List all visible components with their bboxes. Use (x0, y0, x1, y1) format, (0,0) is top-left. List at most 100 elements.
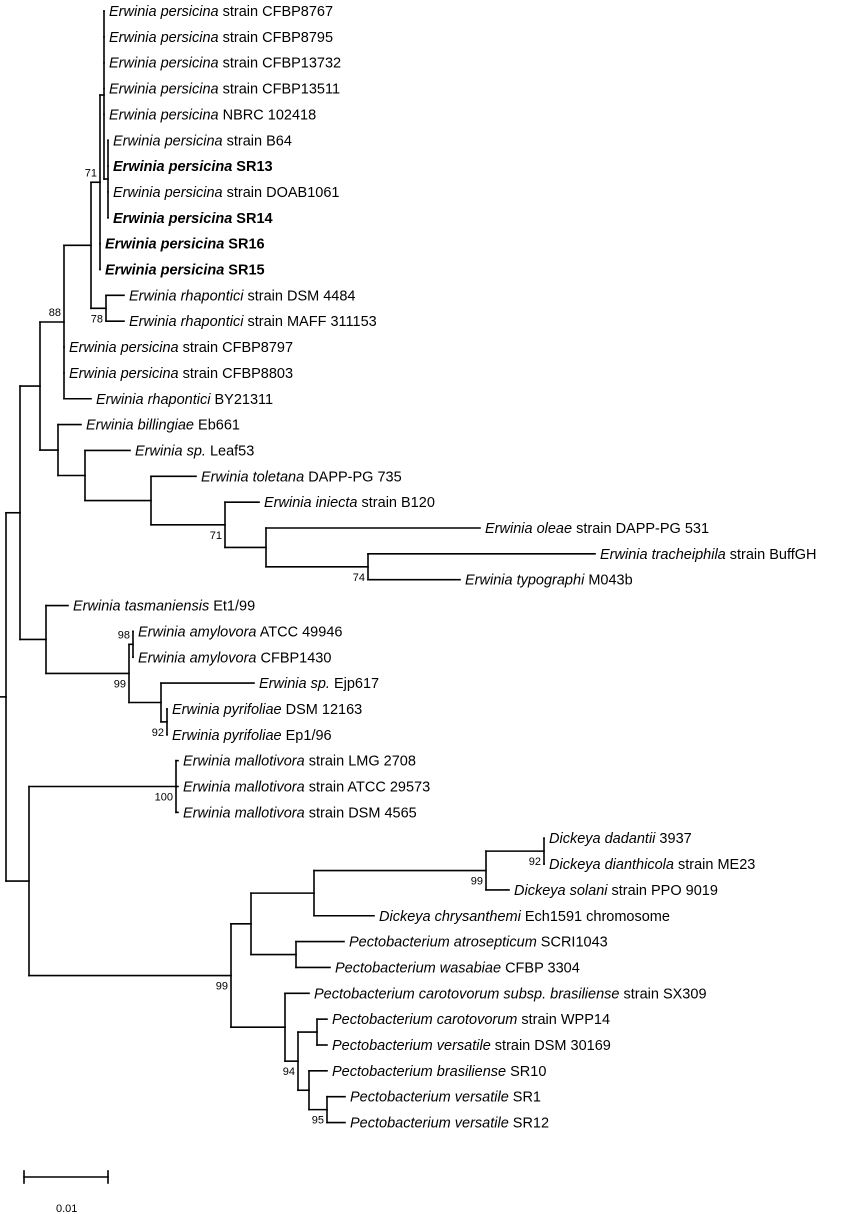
taxon-species-name: Erwinia persicina (109, 107, 219, 123)
taxon-strain-name: strain B64 (223, 133, 292, 149)
taxon-strain-name: M043b (584, 573, 632, 589)
taxon-species-name: Erwinia sp. (135, 443, 206, 459)
taxon-label: Erwinia persicina SR14 (113, 211, 273, 227)
taxon-strain-name: DSM 12163 (282, 702, 363, 718)
taxon-species-name: Erwinia sp. (259, 676, 330, 692)
taxon-species-name: Erwinia rhapontici (129, 314, 244, 330)
taxon-label: Erwinia mallotivora strain LMG 2708 (183, 754, 416, 770)
taxon-species-name: Dickeya chrysanthemi (379, 909, 522, 925)
taxon-strain-name: SCRI1043 (537, 935, 608, 951)
taxon-species-name: Erwinia rhapontici (96, 392, 211, 408)
taxon-label: Pectobacterium brasiliense SR10 (332, 1064, 546, 1080)
taxon-species-name: Pectobacterium carotovorum subsp. brasil… (314, 986, 619, 1002)
taxon-species-name: Erwinia persicina (113, 185, 223, 201)
taxon-species-name: Erwinia persicina (69, 366, 179, 382)
taxon-species-name: Pectobacterium carotovorum (332, 1012, 517, 1028)
taxon-label: Erwinia rhapontici strain DSM 4484 (129, 288, 355, 304)
taxon-strain-name: SR1 (509, 1090, 541, 1106)
taxon-label: Erwinia persicina strain CFBP13732 (109, 56, 341, 72)
taxon-strain-name: BY21311 (210, 392, 273, 408)
taxon-species-name: Erwinia persicina (109, 4, 219, 20)
taxon-species-name: Pectobacterium versatile (332, 1038, 491, 1054)
bootstrap-value: 99 (471, 876, 483, 888)
taxon-label: Erwinia typographi M043b (465, 573, 633, 589)
taxon-species-name: Pectobacterium versatile (350, 1090, 509, 1106)
taxon-strain-name: CFBP 3304 (501, 960, 580, 976)
taxon-label: Pectobacterium carotovorum subsp. brasil… (314, 986, 707, 1002)
taxon-label: Erwinia amylovora ATCC 49946 (138, 624, 342, 640)
taxon-species-name: Erwinia amylovora (138, 650, 256, 666)
taxon-strain-name: Ejp617 (330, 676, 379, 692)
taxon-strain-name: Leaf53 (206, 443, 254, 459)
taxon-species-name: Erwinia amylovora (138, 624, 256, 640)
taxon-label: Erwinia tasmaniensis Et1/99 (73, 599, 255, 615)
bootstrap-value: 99 (114, 678, 126, 690)
taxon-species-name: Erwinia persicina (105, 237, 224, 253)
bootstrap-value: 99 (216, 981, 228, 993)
taxon-label: Erwinia rhapontici BY21311 (96, 392, 273, 408)
taxon-label: Erwinia persicina strain DOAB1061 (113, 185, 339, 201)
taxon-label: Pectobacterium versatile strain DSM 3016… (332, 1038, 611, 1054)
tree-branches (0, 10, 596, 1124)
taxon-label: Dickeya solani strain PPO 9019 (514, 883, 718, 899)
taxon-strain-name: strain SX309 (619, 986, 706, 1002)
taxon-strain-name: strain DOAB1061 (223, 185, 340, 201)
taxon-strain-name: strain CFBP13511 (219, 82, 340, 98)
taxon-strain-name: ATCC 49946 (256, 624, 342, 640)
taxon-species-name: Erwinia persicina (113, 211, 232, 227)
taxon-label: Erwinia persicina strain B64 (113, 133, 292, 149)
taxon-species-name: Erwinia pyrifoliae (172, 728, 282, 744)
taxon-label: Erwinia toletana DAPP-PG 735 (201, 469, 402, 485)
taxon-strain-name: strain CFBP8797 (179, 340, 293, 356)
taxon-label: Erwinia persicina NBRC 102418 (109, 107, 316, 123)
taxon-species-name: Erwinia mallotivora (183, 754, 305, 770)
taxon-strain-name: strain WPP14 (517, 1012, 610, 1028)
taxon-strain-name: Ech1591 chromosome (521, 909, 670, 925)
bootstrap-value: 98 (118, 629, 130, 641)
taxon-label: Erwinia billingiae Eb661 (86, 418, 240, 434)
taxon-strain-name: CFBP1430 (256, 650, 331, 666)
taxon-label: Erwinia rhapontici strain MAFF 311153 (129, 314, 377, 330)
taxon-strain-name: Ep1/96 (282, 728, 332, 744)
taxon-strain-name: SR14 (232, 211, 272, 227)
taxon-label: Erwinia persicina strain CFBP8767 (109, 4, 333, 20)
bootstrap-value: 92 (529, 856, 541, 868)
taxon-label: Erwinia persicina strain CFBP8795 (109, 30, 333, 46)
bootstrap-value: 94 (283, 1066, 295, 1078)
taxon-label: Erwinia oleae strain DAPP-PG 531 (485, 521, 709, 537)
taxon-strain-name: strain PPO 9019 (608, 883, 718, 899)
taxon-strain-name: SR10 (506, 1064, 546, 1080)
taxon-label: Dickeya dadantii 3937 (549, 831, 692, 847)
taxon-label: Erwinia persicina strain CFBP13511 (109, 82, 340, 98)
taxon-species-name: Erwinia persicina (109, 30, 219, 46)
bootstrap-value: 92 (152, 727, 164, 739)
taxon-strain-name: strain BuffGH (726, 547, 817, 563)
taxon-species-name: Pectobacterium atrosepticum (349, 935, 537, 951)
taxon-species-name: Dickeya dianthicola (549, 857, 674, 873)
taxon-label: Erwinia mallotivora strain DSM 4565 (183, 805, 417, 821)
taxon-strain-name: Eb661 (194, 418, 240, 434)
taxon-species-name: Erwinia mallotivora (183, 780, 305, 796)
taxon-labels: Erwinia persicina strain CFBP8767Erwinia… (69, 4, 817, 1132)
taxon-species-name: Dickeya dadantii (549, 831, 656, 847)
bootstrap-value: 95 (312, 1115, 324, 1127)
taxon-species-name: Erwinia persicina (113, 159, 232, 175)
scale-bar: 0.01 (23, 1170, 109, 1214)
taxon-species-name: Pectobacterium brasiliense (332, 1064, 506, 1080)
taxon-strain-name: strain MAFF 311153 (243, 314, 376, 330)
taxon-strain-name: strain ATCC 29573 (305, 780, 430, 796)
taxon-strain-name: strain CFBP8803 (179, 366, 293, 382)
taxon-strain-name: NBRC 102418 (219, 107, 317, 123)
bootstrap-value: 71 (210, 530, 222, 542)
taxon-species-name: Erwinia typographi (465, 573, 585, 589)
taxon-species-name: Erwinia persicina (109, 82, 219, 98)
taxon-species-name: Erwinia tracheiphila (600, 547, 726, 563)
taxon-strain-name: DAPP-PG 735 (304, 469, 402, 485)
taxon-label: Erwinia persicina SR16 (105, 237, 265, 253)
taxon-species-name: Pectobacterium wasabiae (335, 960, 501, 976)
taxon-species-name: Erwinia persicina (109, 56, 219, 72)
taxon-label: Erwinia mallotivora strain ATCC 29573 (183, 780, 430, 796)
taxon-label: Erwinia sp. Ejp617 (259, 676, 379, 692)
